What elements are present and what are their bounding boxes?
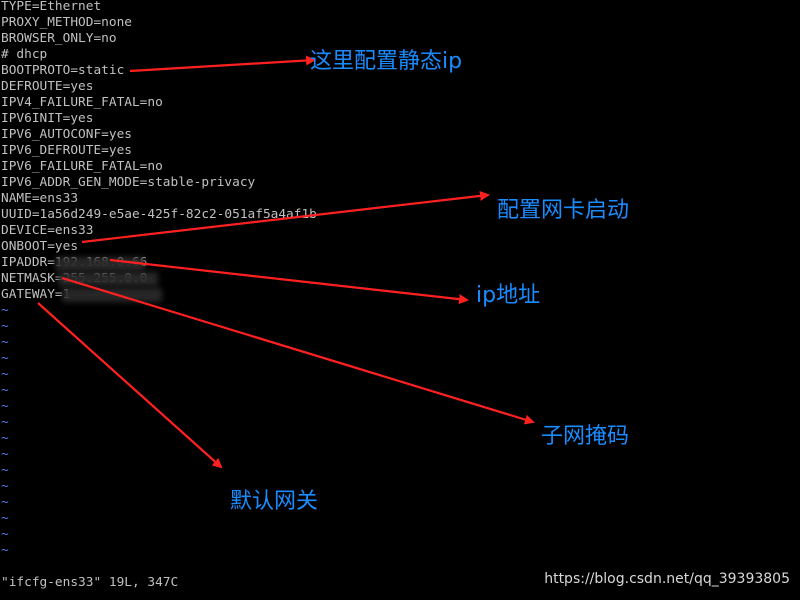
annotation-ip-address: ip地址 <box>476 283 541 308</box>
arrow-gateway <box>37 302 223 469</box>
empty-line-marker: ~ <box>1 479 9 494</box>
config-line: IPV4_FAILURE_FATAL=no <box>1 95 163 110</box>
config-line: IPV6_FAILURE_FATAL=no <box>1 159 163 174</box>
empty-line-marker: ~ <box>1 399 9 414</box>
empty-line-marker: ~ <box>1 415 9 430</box>
empty-line-marker: ~ <box>1 303 9 318</box>
vim-status-line: "ifcfg-ens33" 19L, 347C <box>1 575 179 590</box>
empty-line-marker: ~ <box>1 511 9 526</box>
watermark-url: https://blog.csdn.net/qq_39393805 <box>544 571 790 587</box>
config-line: ONBOOT=yes <box>1 239 79 254</box>
config-line: DEVICE=ens33 <box>1 223 94 238</box>
config-line: UUID=1a56d249-e5ae-425f-82c2-051af5a4af1… <box>1 207 317 222</box>
config-line: NAME=ens33 <box>1 191 79 206</box>
arrow-static-ip <box>129 55 316 73</box>
empty-line-marker: ~ <box>1 351 9 366</box>
empty-line-marker: ~ <box>1 463 9 478</box>
config-line: DEFROUTE=yes <box>1 79 94 94</box>
config-line: IPV6_ADDR_GEN_MODE=stable-privacy <box>1 175 256 190</box>
config-line: IPV6_AUTOCONF=yes <box>1 127 132 142</box>
empty-line-marker: ~ <box>1 335 9 350</box>
annotation-onboot: 配置网卡启动 <box>497 198 630 223</box>
empty-line-marker: ~ <box>1 383 9 398</box>
redaction-blur-netmask <box>58 272 158 286</box>
empty-line-marker: ~ <box>1 527 9 542</box>
config-line: TYPE=Ethernet <box>1 0 102 14</box>
annotation-static-ip: 这里配置静态ip <box>310 49 463 74</box>
config-line: IPV6_DEFROUTE=yes <box>1 143 132 158</box>
config-line: PROXY_METHOD=none <box>1 15 132 30</box>
empty-line-marker: ~ <box>1 319 9 334</box>
arrow-onboot <box>81 190 490 244</box>
empty-line-marker: ~ <box>1 367 9 382</box>
empty-line-marker: ~ <box>1 495 9 510</box>
config-line: # dhcp <box>1 47 48 62</box>
config-line: BOOTPROTO=static <box>1 63 125 78</box>
arrow-ip-address <box>109 258 469 305</box>
config-line: GATEWAY=1 <box>1 287 71 302</box>
config-line: BROWSER_ONLY=no <box>1 31 117 46</box>
annotation-gateway: 默认网关 <box>230 489 319 514</box>
redaction-blur-gateway <box>62 288 162 302</box>
arrow-netmask <box>61 276 535 425</box>
annotation-netmask: 子网掩码 <box>541 424 630 449</box>
config-line: IPV6INIT=yes <box>1 111 94 126</box>
empty-line-marker: ~ <box>1 447 9 462</box>
empty-line-marker: ~ <box>1 431 9 446</box>
empty-line-marker: ~ <box>1 543 9 558</box>
